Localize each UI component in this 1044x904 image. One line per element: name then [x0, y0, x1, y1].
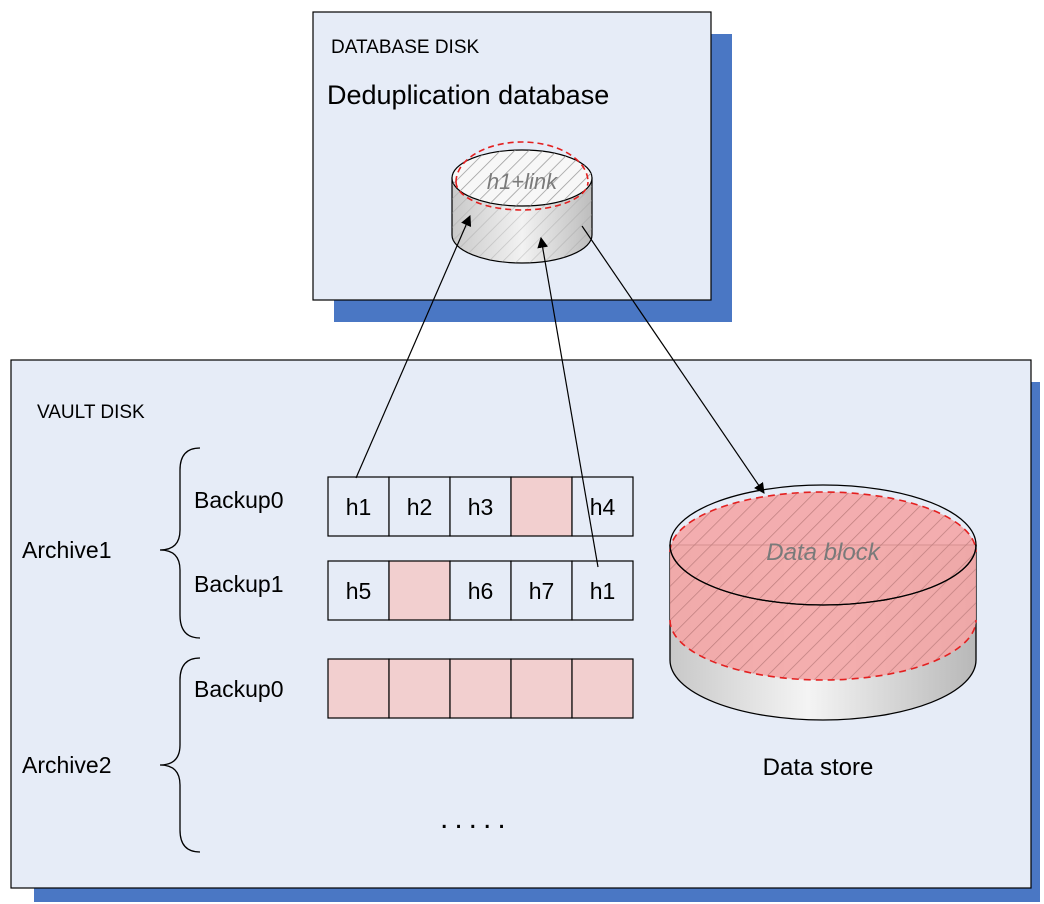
archive2-backup0-label: Backup0: [194, 676, 284, 702]
ellipsis: .....: [440, 802, 512, 835]
hash-cell-label: h2: [407, 494, 433, 520]
hash-cell-label: h5: [346, 578, 372, 604]
dedup-database-cylinder: h1+link: [451, 141, 593, 264]
hash-cell: [571, 560, 634, 621]
data-store-cylinder: Data block: [669, 484, 977, 721]
archive1-backup0-label: Backup0: [194, 487, 284, 513]
archive1-label: Archive1: [22, 537, 111, 563]
archive1-brace: [159, 447, 201, 639]
arrow-h1-to-database: [355, 215, 472, 479]
hash-cell-label: h7: [529, 578, 555, 604]
data-store-label: Data store: [763, 754, 874, 781]
data-block-cell: [510, 476, 573, 537]
archive1-backup0-row: h1 h2 h3 h4: [327, 476, 634, 537]
vault-disk-panel: VAULT DISK Archive1 Archive2 Backup0 Bac…: [10, 359, 1040, 902]
hash-cell: [388, 476, 451, 537]
archive1-backup1-label: Backup1: [194, 571, 284, 597]
data-block-cell: [571, 658, 634, 719]
database-disk-panel: DATABASE DISK Deduplication database h1+…: [312, 11, 732, 322]
hash-cell-label: h1: [590, 578, 616, 604]
data-block-cell: [327, 658, 390, 719]
hash-cell-label: h3: [468, 494, 494, 520]
database-disk-title: DATABASE DISK: [331, 37, 479, 58]
archive2-brace: [159, 657, 201, 853]
hash-cell: [449, 476, 512, 537]
archive1-backup1-row: h5 h6 h7 h1: [327, 560, 634, 621]
hash-cell: [571, 476, 634, 537]
archive2-backup0-row: [327, 658, 634, 719]
data-block-cell: [449, 658, 512, 719]
arrow-database-to-data-block: [581, 225, 765, 494]
hash-cell-label: h1: [346, 494, 372, 520]
cylinder-label: h1+link: [487, 169, 558, 194]
hash-cell: [327, 560, 390, 621]
data-block-cell: [388, 658, 451, 719]
arrows: [355, 215, 765, 568]
hash-cell-label: h4: [590, 494, 616, 520]
database-disk-subtitle: Deduplication database: [327, 80, 609, 110]
data-block-cell: [388, 560, 451, 621]
archive2-label: Archive2: [22, 752, 111, 778]
hash-cell-label: h6: [468, 578, 494, 604]
hash-cell: [449, 560, 512, 621]
data-block-label: Data block: [766, 539, 881, 566]
backup-cell-rows: h1 h2 h3 h4 h5 h6 h7 h1: [327, 476, 634, 719]
hash-cell: [510, 560, 573, 621]
data-block-cell: [510, 658, 573, 719]
arrow-backup1-h1-to-database: [537, 236, 599, 568]
vault-disk-title: VAULT DISK: [37, 402, 145, 423]
